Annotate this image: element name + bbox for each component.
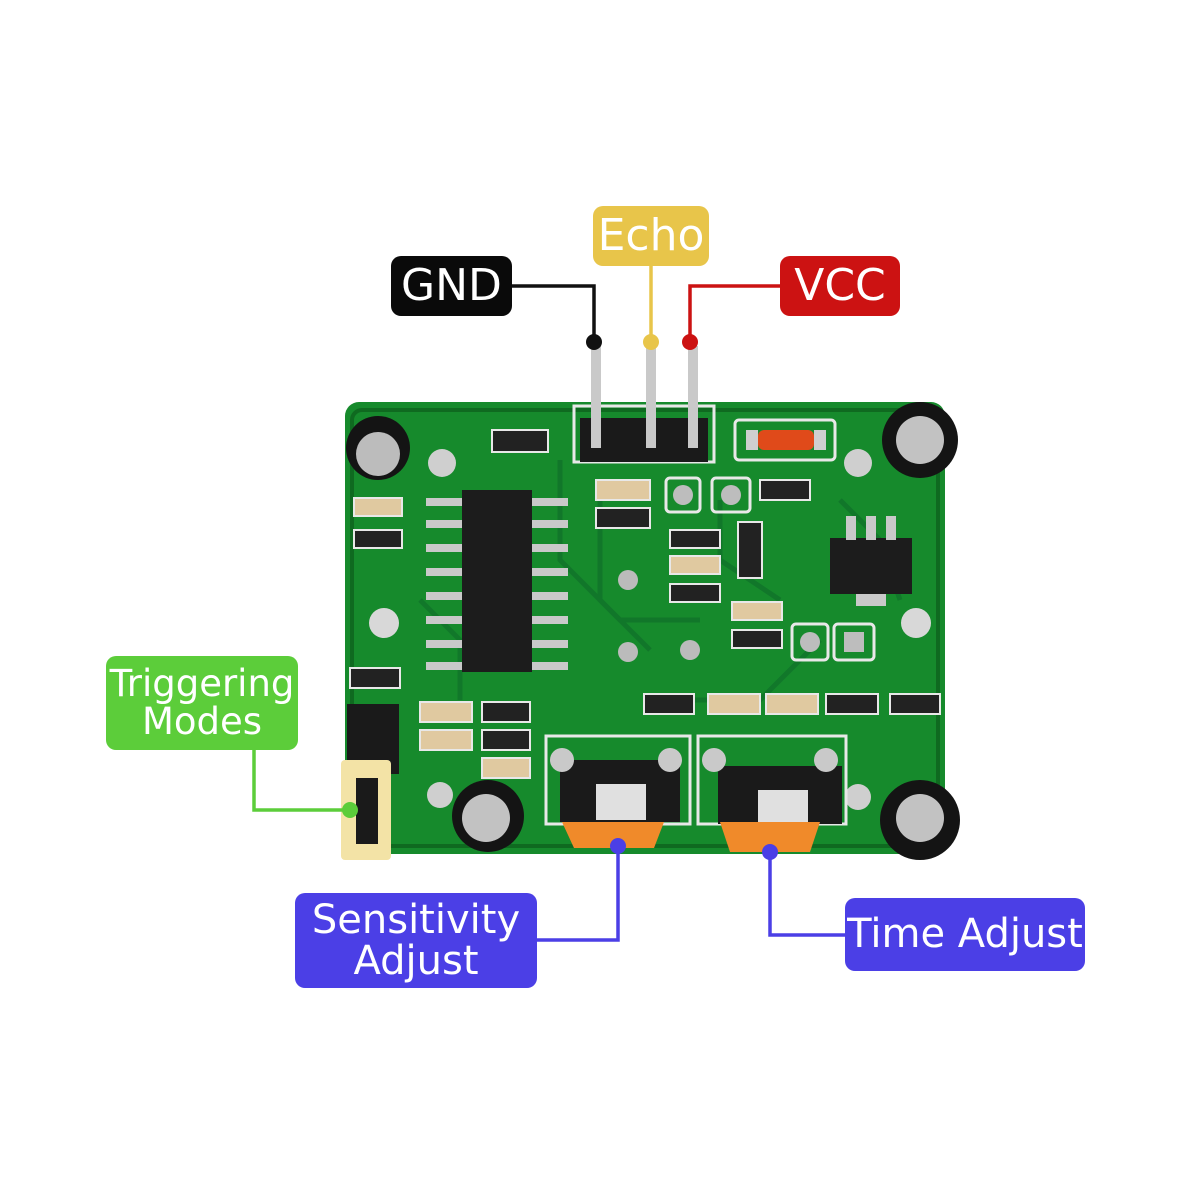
time-adjust-label: Time Adjust <box>845 898 1085 971</box>
vcc-label: VCC <box>780 256 900 316</box>
callout-dots <box>342 334 778 860</box>
header-pins <box>572 346 716 464</box>
triggering-modes-label: Triggering Modes <box>106 656 298 750</box>
capacitors <box>346 402 960 860</box>
gnd-label: GND <box>391 256 512 316</box>
echo-label: Echo <box>593 206 709 266</box>
callout-lines <box>252 266 845 942</box>
sensitivity-potentiometer <box>544 734 692 848</box>
solder-pads <box>664 476 876 662</box>
ic-chip <box>426 490 568 672</box>
gnd-leader-line <box>512 284 596 342</box>
smd-components <box>349 429 941 779</box>
triggering-leader-line <box>252 750 350 812</box>
time-potentiometer <box>696 734 848 852</box>
vcc-leader-line <box>688 284 780 342</box>
sensitivity-adjust-label: Sensitivity Adjust <box>295 893 537 988</box>
diode <box>733 418 837 462</box>
voltage-regulator <box>830 516 912 606</box>
mounting-holes <box>369 449 931 810</box>
time-leader-line <box>768 852 845 937</box>
sensitivity-leader-line <box>537 846 620 942</box>
trigger-jumper <box>341 704 399 860</box>
